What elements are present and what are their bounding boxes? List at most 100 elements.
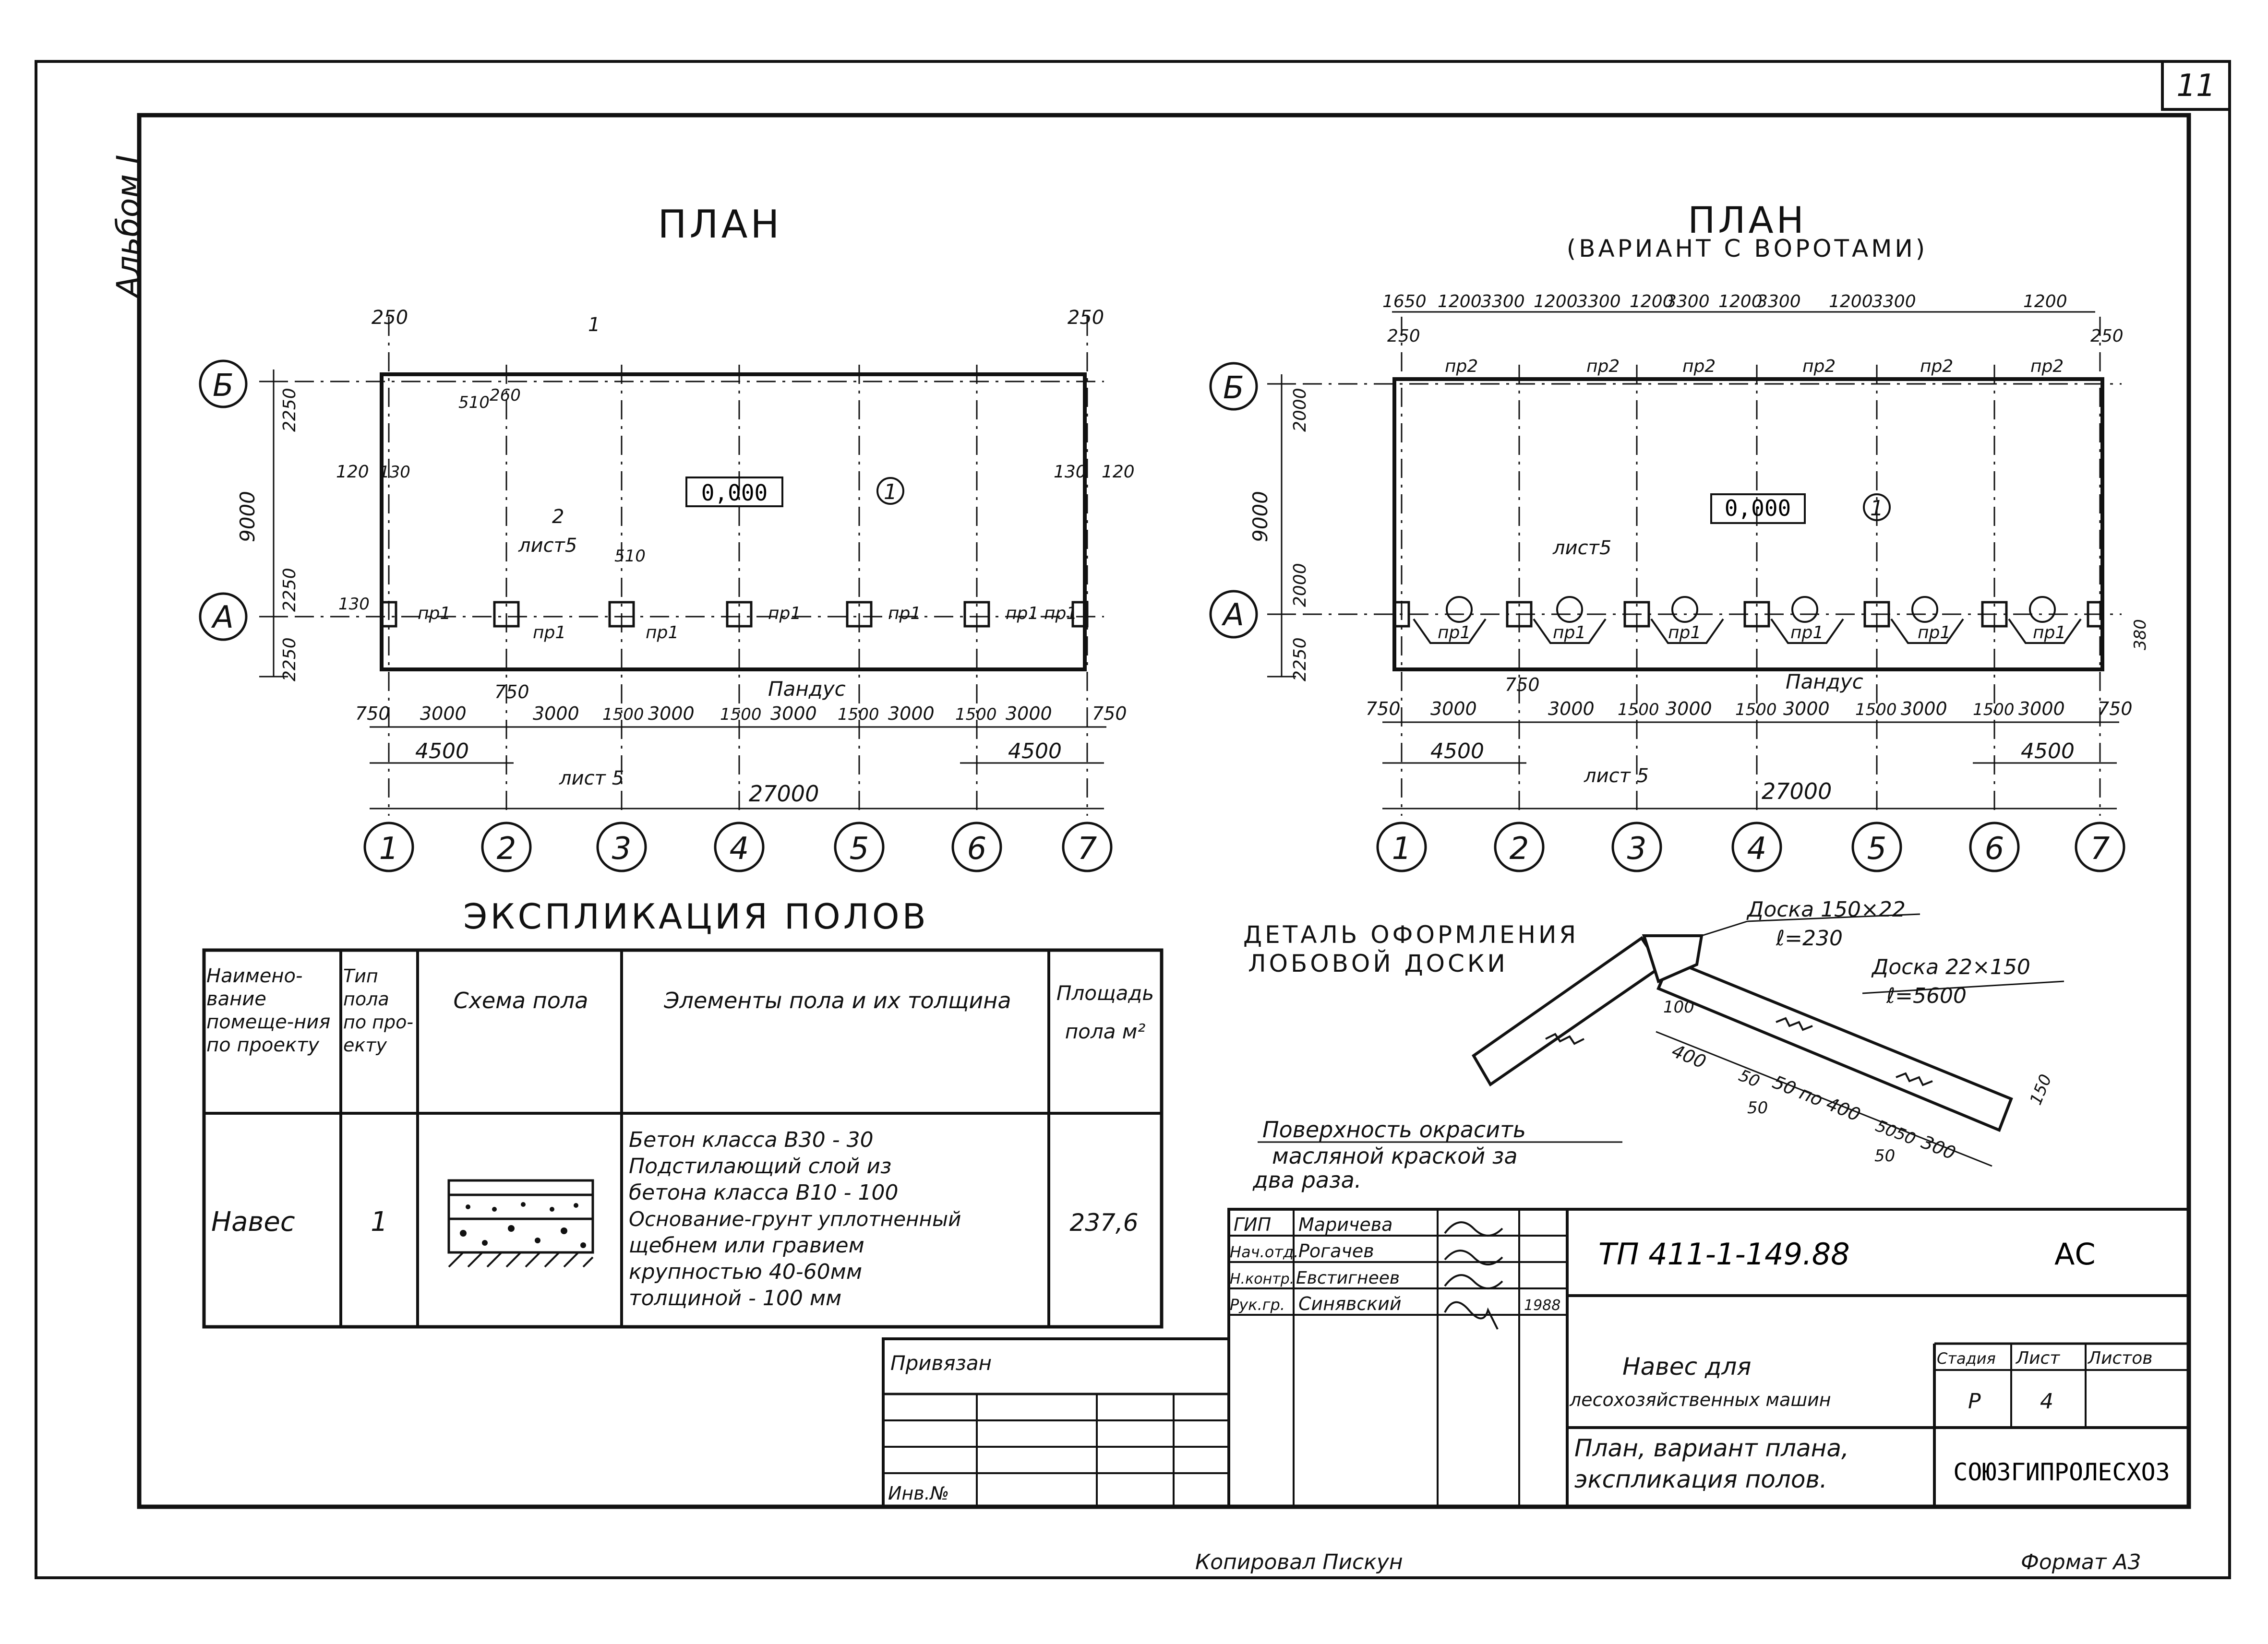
copied-by: Копировал Пискун (1195, 1550, 1403, 1574)
post-label: пр1 (533, 623, 566, 643)
gate-label: пр2 (1586, 357, 1620, 376)
dim-text: 120 (1102, 462, 1135, 482)
dim-text: 2000 (1290, 388, 1310, 432)
dim-text: 27000 (749, 781, 819, 807)
sheets-header: Листов (2087, 1348, 2152, 1368)
post-label: пр1 (1006, 604, 1039, 623)
stamp-name: Маричева (1298, 1214, 1392, 1235)
detail-note: Поверхность окрасить (1262, 1117, 1526, 1143)
dim-text: 3000 (1783, 698, 1830, 719)
dim-text: 4500 (1430, 739, 1484, 763)
stamp-role: ГИП (1234, 1214, 1271, 1235)
plan-right-axis-A (1209, 590, 1258, 639)
detail-dim: 50 (1874, 1146, 1895, 1166)
axis-label: А (1221, 597, 1244, 633)
dim-text: 1500 (1855, 700, 1897, 719)
axis-label: 7 (1078, 831, 1097, 867)
org-name: СОЮЗГИПРОЛЕСХОЗ (1953, 1458, 2170, 1486)
dim-text: 250 (1387, 326, 1420, 346)
axis-label: 1 (379, 831, 399, 867)
dim-text: 250 (2090, 326, 2124, 346)
dim-text: 750 (1505, 674, 1540, 695)
gate-label: пр2 (1802, 357, 1836, 376)
dim-text: 2250 (280, 388, 300, 432)
explication: ЭКСПЛИКАЦИЯ ПОЛОВ Наимено-вание помеще-н… (202, 896, 1164, 1329)
gate-label: пр2 (1445, 357, 1478, 376)
element-line: толщиной - 100 мм (629, 1286, 841, 1310)
dim-text: 510 (614, 547, 646, 566)
dim-text: 4500 (1008, 739, 1062, 763)
post-label: пр1 (2033, 623, 2066, 643)
axis-label: 3 (1627, 831, 1647, 867)
ramp-label: Пандус (1786, 670, 1863, 693)
dim-text: 2250 (280, 568, 300, 612)
plan-right-level: 0,000 (1725, 495, 1791, 521)
post-label: пр1 (888, 604, 921, 623)
dim-text: 750 (355, 703, 390, 724)
axis-label: 3 (612, 831, 632, 867)
post-label: пр1 (1918, 623, 1951, 643)
post-label: пр1 (1438, 623, 1471, 643)
dim-text: 1200 (1534, 292, 1578, 311)
dim-text: 130 (338, 595, 370, 614)
section-ref: лист 5 (559, 767, 624, 789)
row-name: Навес (211, 1206, 295, 1238)
plan-right: ПЛАН (ВАРИАНТ С ВОРОТАМИ) 1650 1200 3300… (1209, 199, 2150, 872)
project-name: лесохозяйственных машин (1569, 1389, 1831, 1410)
plan-right-gate-bays (1413, 618, 2082, 644)
post-label: пр1 (1668, 623, 1701, 643)
detail-dim: 50 (1736, 1066, 1763, 1091)
plan-right-bay-marks (1446, 596, 2056, 623)
dim-text: 130 (1054, 462, 1087, 482)
post-label: пр1 (768, 604, 801, 623)
axis-label: 6 (1985, 831, 2004, 867)
section-mark: 2 (552, 506, 564, 528)
sheet-header: Лист (2015, 1348, 2060, 1368)
dim-text: 3000 (1666, 698, 1712, 719)
detail-board1-len: ℓ=230 (1776, 926, 1843, 951)
dim-text: 2250 (1290, 637, 1310, 681)
album-label: Альбом I (110, 155, 147, 299)
dim-text: 750 (1092, 703, 1127, 724)
plan-right-grid (1267, 317, 2122, 816)
dim-text: 3300 (1481, 292, 1525, 311)
plan-right-axis-B (1209, 362, 1258, 411)
detail-dim: 150 (2026, 1072, 2055, 1108)
dim-text: 1200 (1630, 292, 1674, 311)
dim-text: 3000 (420, 703, 467, 724)
dim-text: 1200 (1718, 292, 1763, 311)
format-label: Формат А3 (2021, 1550, 2141, 1574)
dim-text: 3300 (1666, 292, 1710, 311)
plan-right-floor-mark (1863, 493, 1891, 521)
inner-frame (137, 113, 2191, 1509)
detail-board2: Доска 22×150 (1871, 955, 2030, 979)
dim-text: 2000 (1290, 563, 1310, 607)
explication-title: ЭКСПЛИКАЦИЯ ПОЛОВ (463, 896, 929, 937)
dim-text: 1500 (720, 705, 762, 724)
dim-text: 3000 (770, 703, 817, 724)
dim-text: 3300 (1757, 292, 1801, 311)
detail-title-1: ДЕТАЛЬ ОФОРМЛЕНИЯ (1243, 921, 1579, 949)
stage-header: Стадия (1937, 1349, 1996, 1368)
axis-label: Б (1223, 370, 1244, 406)
dim-text: 750 (2098, 698, 2133, 719)
plan-left-title: ПЛАН (658, 202, 782, 247)
doc-code: ТП 411-1-149.88 (1598, 1237, 1850, 1272)
dim-text: 3000 (1548, 698, 1595, 719)
gate-label: пр2 (2030, 357, 2064, 376)
detail-note: масляной краской за (1272, 1143, 1518, 1169)
dim-text: 250 (1068, 307, 1104, 329)
plan-left-axis-B (199, 359, 248, 408)
section-mark: 1 (588, 314, 600, 336)
dim-text: 1500 (1735, 700, 1777, 719)
dim-text: 750 (1366, 698, 1401, 719)
plan-right-outline (1392, 377, 2104, 671)
plan-left-level: 0,000 (701, 480, 768, 506)
axis-label: 4 (1747, 831, 1767, 867)
dim-text: 1500 (838, 705, 879, 724)
axis-label: 2 (1510, 831, 1529, 867)
dim-text: 380 (2131, 619, 2150, 650)
floor-mark-label: 1 (1870, 496, 1884, 521)
sheet-number: 11 (2176, 68, 2215, 104)
